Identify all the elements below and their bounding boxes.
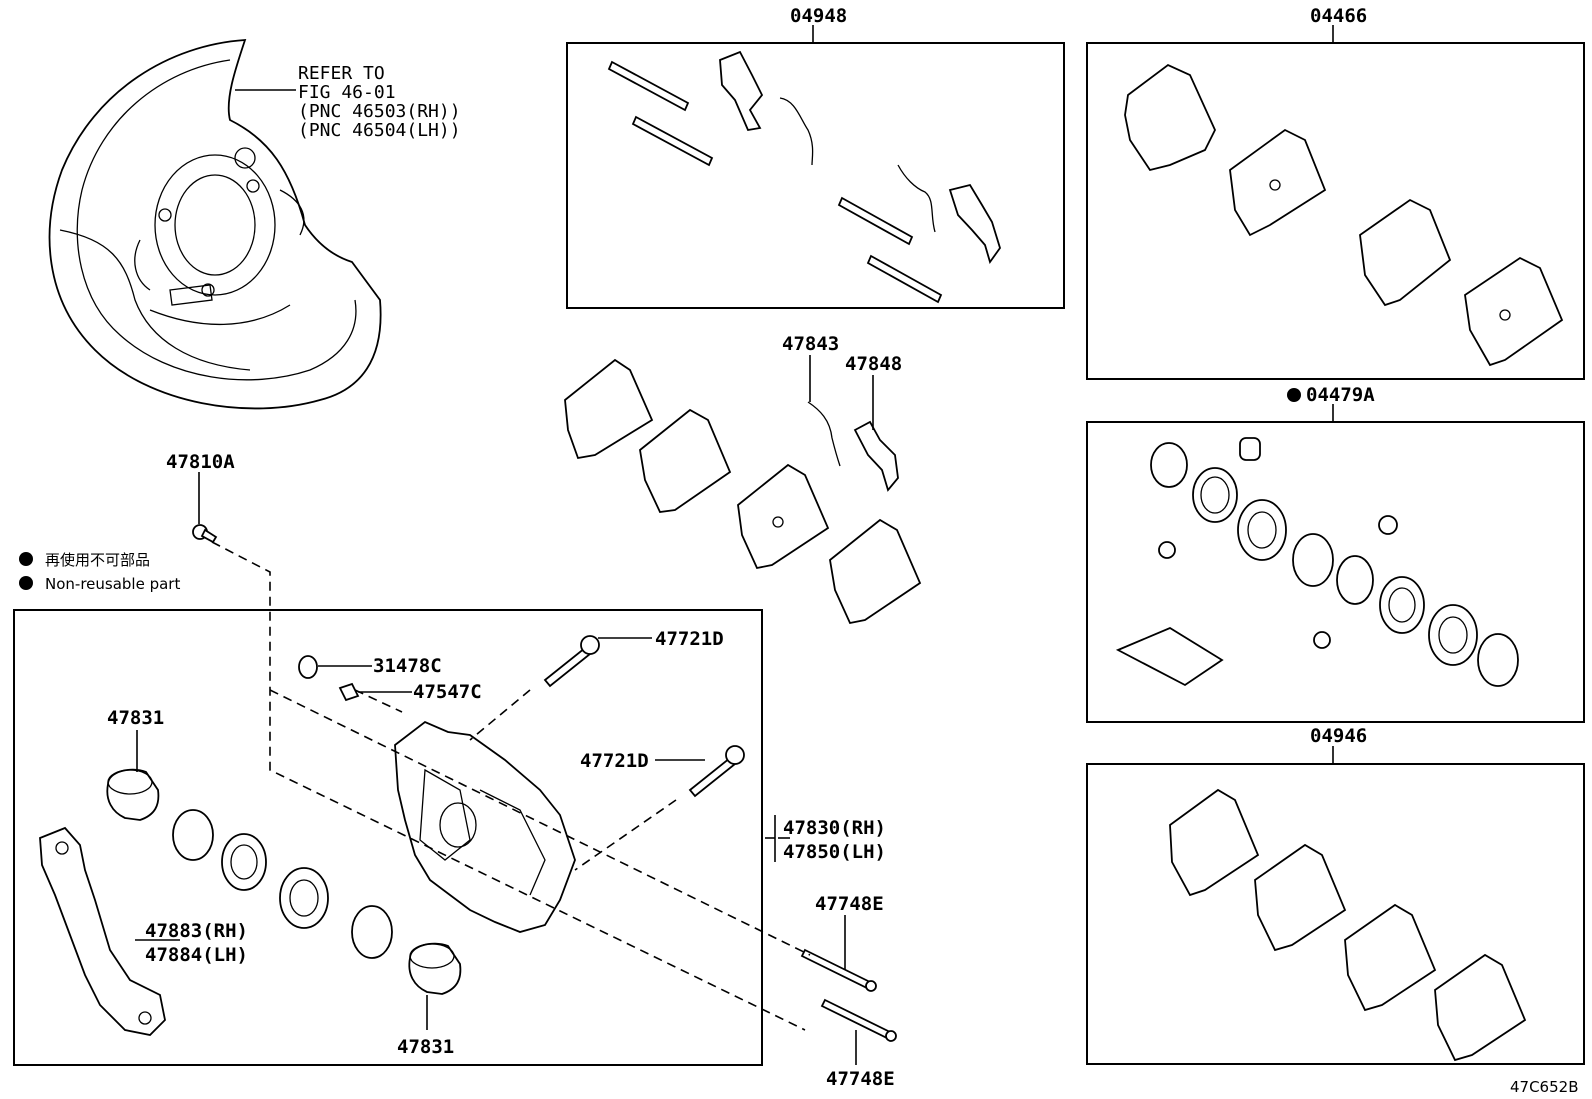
legend-bullet-icon	[19, 552, 33, 566]
refer-note-line2: FIG 46-01	[298, 82, 396, 103]
part-47748e-bottom-label: 47748E	[826, 1068, 895, 1090]
refer-note-line3: (PNC 46503(RH))	[298, 101, 461, 122]
part-47748e-top-label: 47748E	[815, 893, 884, 915]
kit-04946-contents	[1169, 788, 1527, 1062]
kit-04466-contents	[1124, 63, 1564, 367]
part-31478c-label: 31478C	[373, 655, 442, 677]
part-47884-label: 47884(LH)	[145, 944, 248, 966]
legend-ja: 再使用不可部品	[45, 551, 150, 569]
part-47810a-label: 47810A	[166, 451, 235, 473]
part-47721d-mid-label: 47721D	[580, 750, 649, 772]
part-47843-label: 47843	[782, 333, 839, 355]
part-47547c-label: 47547C	[413, 681, 482, 703]
kit-04466-frame	[1086, 42, 1585, 380]
refer-note-line1: REFER TO	[298, 63, 385, 84]
figure-id: 47C652B	[1510, 1078, 1578, 1096]
caliper-assembly-drawing	[39, 524, 897, 1042]
kit-04479a-label: 04479A	[1306, 384, 1375, 406]
caliper-assembly-frame	[13, 609, 763, 1066]
legend-en: Non-reusable part	[45, 575, 180, 593]
kit-04948-label: 04948	[790, 5, 847, 27]
part-47848-label: 47848	[845, 353, 902, 375]
loose-pads-drawing	[564, 358, 922, 625]
part-47721d-top-label: 47721D	[655, 628, 724, 650]
part-47883-label: 47883(RH)	[145, 920, 248, 942]
kit-04479a-frame	[1086, 421, 1585, 723]
kit-04479a-contents	[1115, 437, 1519, 687]
kit-04948-frame	[566, 42, 1065, 309]
legend-bullet-icon	[19, 576, 33, 590]
part-47830-label: 47830(RH)	[783, 817, 886, 839]
non-reusable-marker-icon	[1287, 388, 1301, 402]
kit-04466-label: 04466	[1310, 5, 1367, 27]
part-47831-bottom-label: 47831	[397, 1036, 454, 1058]
part-47850-label: 47850(LH)	[783, 841, 886, 863]
kit-04948-contents	[607, 50, 1001, 304]
kit-04946-label: 04946	[1310, 725, 1367, 747]
part-47831-top-label: 47831	[107, 707, 164, 729]
dust-shield-drawing	[48, 39, 382, 410]
refer-note-line4: (PNC 46504(LH))	[298, 120, 461, 141]
kit-04946-frame	[1086, 763, 1585, 1065]
